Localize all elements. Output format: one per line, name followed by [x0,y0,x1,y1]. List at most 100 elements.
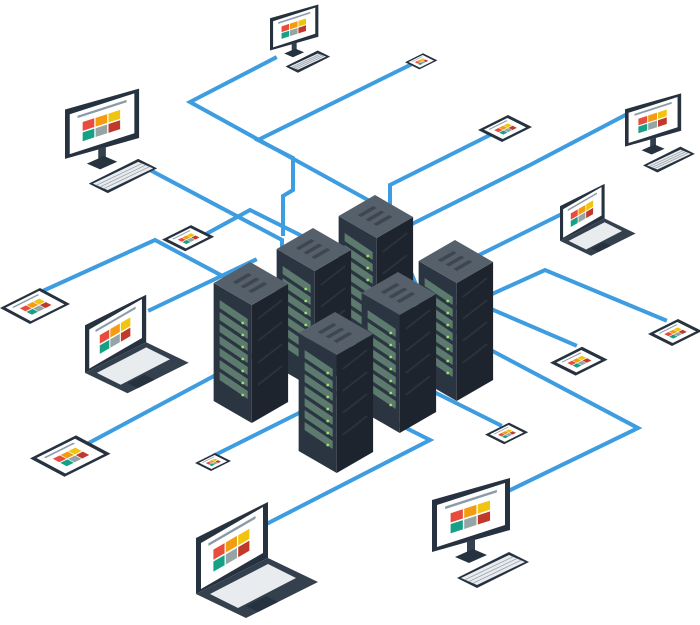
rack-panel-line [257,321,283,342]
drive-led [241,333,245,337]
screen-tile [499,130,508,135]
screen-header [43,442,76,459]
screen-tile [570,216,578,228]
cable [42,237,233,293]
drive-led [389,379,393,383]
screen-tile [99,329,110,344]
screen-tile [577,355,587,361]
screen-tile [182,240,191,245]
screen-tile [212,458,218,462]
screen-tile [33,298,45,305]
server-rack [298,312,374,473]
drive-bay [304,422,333,449]
screen-tile [450,509,463,523]
rack-vent [380,283,400,294]
key-row [293,54,323,69]
screen-tile [19,305,32,312]
drive-led [326,407,330,411]
screen-tile [572,358,582,363]
screen-tile [572,363,582,368]
drive-bay [219,348,248,375]
rack-panel-line [462,299,488,320]
screen-tile [281,23,290,33]
rack-vent [311,248,331,259]
screen-tile [477,511,491,525]
laptop-left [85,294,189,394]
screen-tile [238,540,250,558]
drive-bay [304,374,333,401]
rack-panel-line [462,277,488,298]
screen-tile [209,463,215,467]
drive-bay [367,370,396,397]
screen-tile [26,301,39,308]
drive-led [446,359,450,363]
drive-led [389,367,393,371]
screen-header [172,230,191,240]
key-row [472,559,522,584]
screen-tile [423,59,429,63]
screen-tile [648,120,657,131]
drive-bay [219,360,248,387]
screen-tile [417,59,423,63]
tablet-right [648,319,700,346]
monitor-base [86,156,118,170]
screen-header [634,101,672,116]
screen-tile [477,500,491,514]
rack-vent [248,282,268,293]
screen-header [77,99,127,119]
drive-bay [344,245,373,272]
drive-led [446,299,450,303]
laptop-keyboard [96,347,170,385]
server-rack [361,272,437,433]
screen-tile [120,317,131,332]
screen-tile [498,125,508,130]
server-cluster [213,195,494,473]
rack-vent [240,277,260,289]
phone-upper-right [478,115,532,142]
screen-tile [82,128,95,142]
drive-led [326,443,330,447]
screen-tile [678,329,687,334]
screen-header [411,56,423,63]
screen-tile [110,323,120,338]
drive-led [304,323,308,327]
tablet-lower-left [30,435,111,477]
screen-tile [420,58,426,61]
drive-led [389,355,393,359]
drive-led [389,331,393,335]
screen-tile [208,460,215,463]
cable [388,132,493,214]
cable [487,267,668,323]
rack-vent [317,323,337,334]
rack-panel-line [405,331,431,352]
screen-tile [505,429,513,433]
rack-panel-line [257,299,283,320]
screen-tile [215,460,221,463]
rack-vent [325,327,345,339]
rack-panel-line [342,415,368,436]
screen-tile [638,123,648,134]
drive-led [446,323,450,327]
screen-header [567,192,597,212]
laptop-keyboard [568,222,622,250]
cable [407,107,638,228]
screen-tile [578,212,586,223]
screen-tile [664,332,673,337]
rack-vent [303,243,323,255]
screen-tile [205,461,212,465]
drive-bay [304,350,333,377]
screen-tile [95,124,108,138]
key-row [649,150,684,167]
screen-tile [33,305,45,312]
screen-tile [110,333,120,348]
drive-led [366,254,370,258]
rack-panel-line [382,232,408,253]
drive-bay [304,386,333,413]
key-row [464,556,514,581]
key-row [654,152,689,169]
screen-tile [213,543,225,560]
drive-bay [304,362,333,389]
screen-tile [503,123,512,128]
screen-tile [582,358,592,363]
laptop-bottom [196,502,318,618]
